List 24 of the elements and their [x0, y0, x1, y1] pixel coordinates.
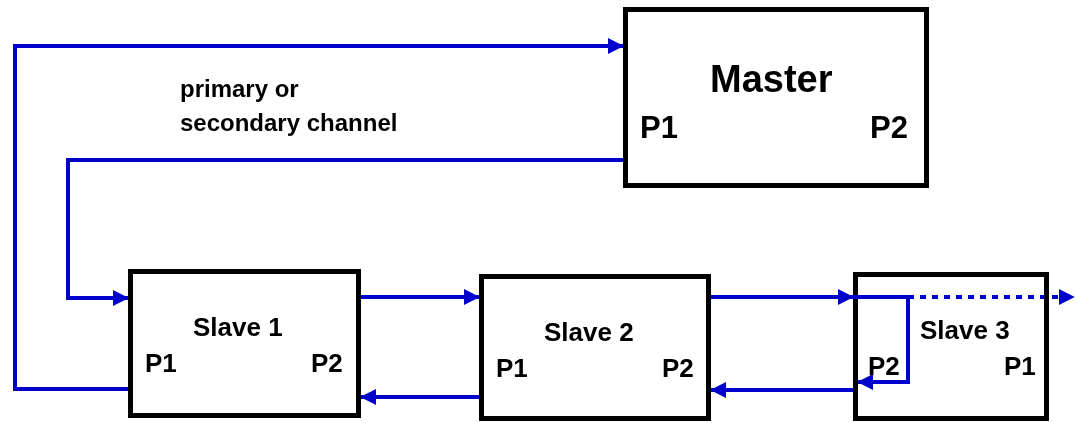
device-name: Slave 1	[193, 314, 283, 340]
arrow	[360, 389, 479, 405]
device-box	[623, 7, 929, 188]
port-label: P1	[145, 350, 177, 376]
device-box	[479, 274, 711, 421]
port-label: P1	[496, 355, 528, 381]
port-label: P2	[868, 353, 900, 379]
port-label: P2	[870, 112, 908, 143]
arrow	[710, 382, 853, 398]
port-label: P2	[662, 355, 694, 381]
channel-label: primary or secondary channel	[180, 74, 399, 138]
arrow	[361, 289, 480, 305]
arrow	[13, 38, 624, 391]
device-box	[128, 269, 361, 418]
device-name: Master	[710, 60, 833, 98]
arrow	[711, 289, 854, 305]
device-name: Slave 3	[920, 317, 1010, 343]
arrow	[66, 158, 623, 306]
device-name: Slave 2	[544, 319, 634, 345]
device-box	[853, 272, 1049, 421]
port-label: P2	[311, 350, 343, 376]
arrow	[908, 289, 1075, 305]
port-label: P1	[640, 112, 678, 143]
port-label: P1	[1004, 353, 1036, 379]
